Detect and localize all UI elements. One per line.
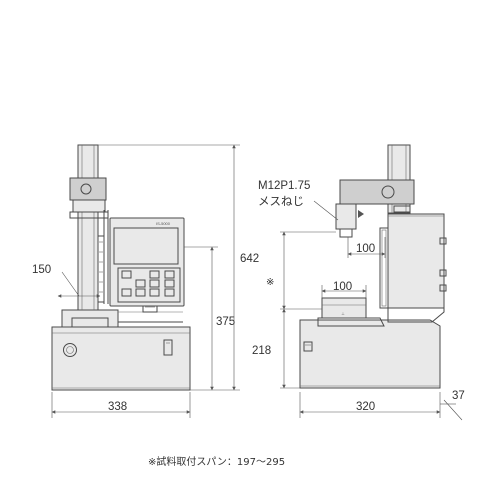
base-switch	[163, 339, 173, 356]
leader-150	[61, 271, 80, 297]
side-chuck	[335, 203, 357, 230]
panel-display	[113, 227, 179, 265]
front-column	[77, 144, 99, 311]
dim-320: 320	[356, 401, 375, 413]
thread-note: メスねじ	[258, 195, 304, 208]
panel-keypad	[117, 267, 181, 303]
panel-brand: IS-5000	[156, 221, 171, 226]
side-crosshead	[339, 179, 415, 205]
side-housing	[387, 213, 445, 309]
side-table	[321, 297, 367, 319]
dim-338: 338	[108, 401, 127, 413]
thread-leader	[313, 200, 339, 221]
front-base	[51, 326, 191, 391]
dim-150: 150	[32, 264, 51, 276]
control-panel: IS-5000	[109, 217, 185, 307]
span-mark: ※	[266, 277, 274, 288]
dim-642: 642	[240, 253, 259, 265]
dim-375: 375	[216, 316, 235, 328]
dim-37: 37	[452, 390, 465, 402]
side-base	[299, 319, 441, 389]
base-knob	[63, 343, 77, 357]
front-crosshead	[69, 177, 107, 201]
side-view: ⊥ M12P1.75 メスねじ 100 100	[252, 144, 465, 421]
side-knob	[303, 341, 313, 352]
leader-37	[443, 399, 463, 421]
dim-218: 218	[252, 345, 271, 357]
footnote: ※試料取付スパン：197〜295	[148, 455, 285, 468]
thread-spec: M12P1.75	[258, 180, 310, 192]
front-view: IS-5000 150 338	[32, 144, 259, 418]
dim-arm-100: 100	[356, 243, 375, 255]
svg-text:⊥: ⊥	[341, 311, 345, 316]
dim-table-100: 100	[333, 281, 352, 293]
